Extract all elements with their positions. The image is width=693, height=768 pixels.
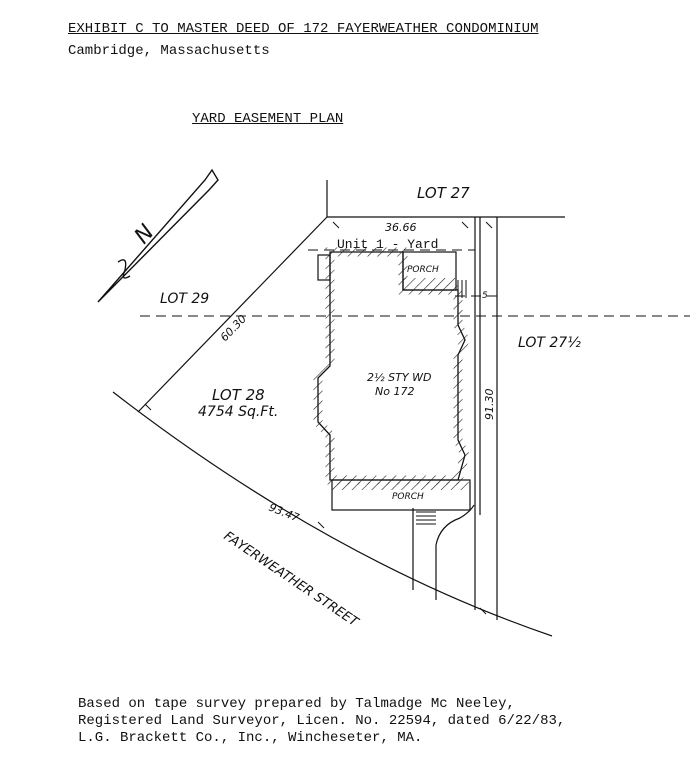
lot-lines [112,180,565,637]
bay-window [317,254,331,281]
side-steps [457,280,467,298]
survey-note: Based on tape survey prepared by Talmadg… [78,696,565,747]
corner-ticks [144,221,493,615]
porch-bottom-label: PORCH [392,492,424,502]
porch-top-label: PORCH [407,265,439,275]
unit-yard-label: Unit 1 - Yard [337,237,438,252]
street-line [112,391,553,637]
street-label: FAYERWEATHER STREET [221,529,362,631]
building-label-line2: No 172 [375,385,414,398]
lot29-label: LOT 29 [160,291,209,307]
porch-top-outline [402,251,457,291]
building-label-line1: 2½ STY WD [367,371,431,384]
survey-note-line3: L.G. Brackett Co., Inc., Wincheseter, MA… [78,730,423,746]
dimension-left: 60.30 [218,312,249,344]
lot28-area: 4754 Sq.Ft. [198,404,278,420]
building-172 [313,247,471,525]
west-boundary [137,216,328,413]
driveway-curve [435,504,475,600]
dimension-bottom: 93.47 [267,501,301,525]
steps [416,511,436,525]
lot27-label: LOT 27 [417,184,470,202]
lot28-label: LOT 28 [212,386,265,404]
dimension-top: 36.66 [385,221,417,234]
document-subtitle: Cambridge, Massachusetts [68,43,270,59]
survey-note-line2: Registered Land Surveyor, Licen. No. 225… [78,713,566,729]
survey-note-line1: Based on tape survey prepared by Talmadg… [78,696,515,712]
plan-heading: YARD EASEMENT PLAN [192,111,344,127]
document-title: EXHIBIT C TO MASTER DEED OF 172 FAYERWEA… [68,21,539,37]
porch-bottom-outline [331,479,471,511]
dimension-right: 91.30 [483,389,496,421]
lot27-half-label: LOT 27½ [518,335,581,351]
dimension-small: 5 [482,291,488,301]
north-arrow [97,168,219,303]
